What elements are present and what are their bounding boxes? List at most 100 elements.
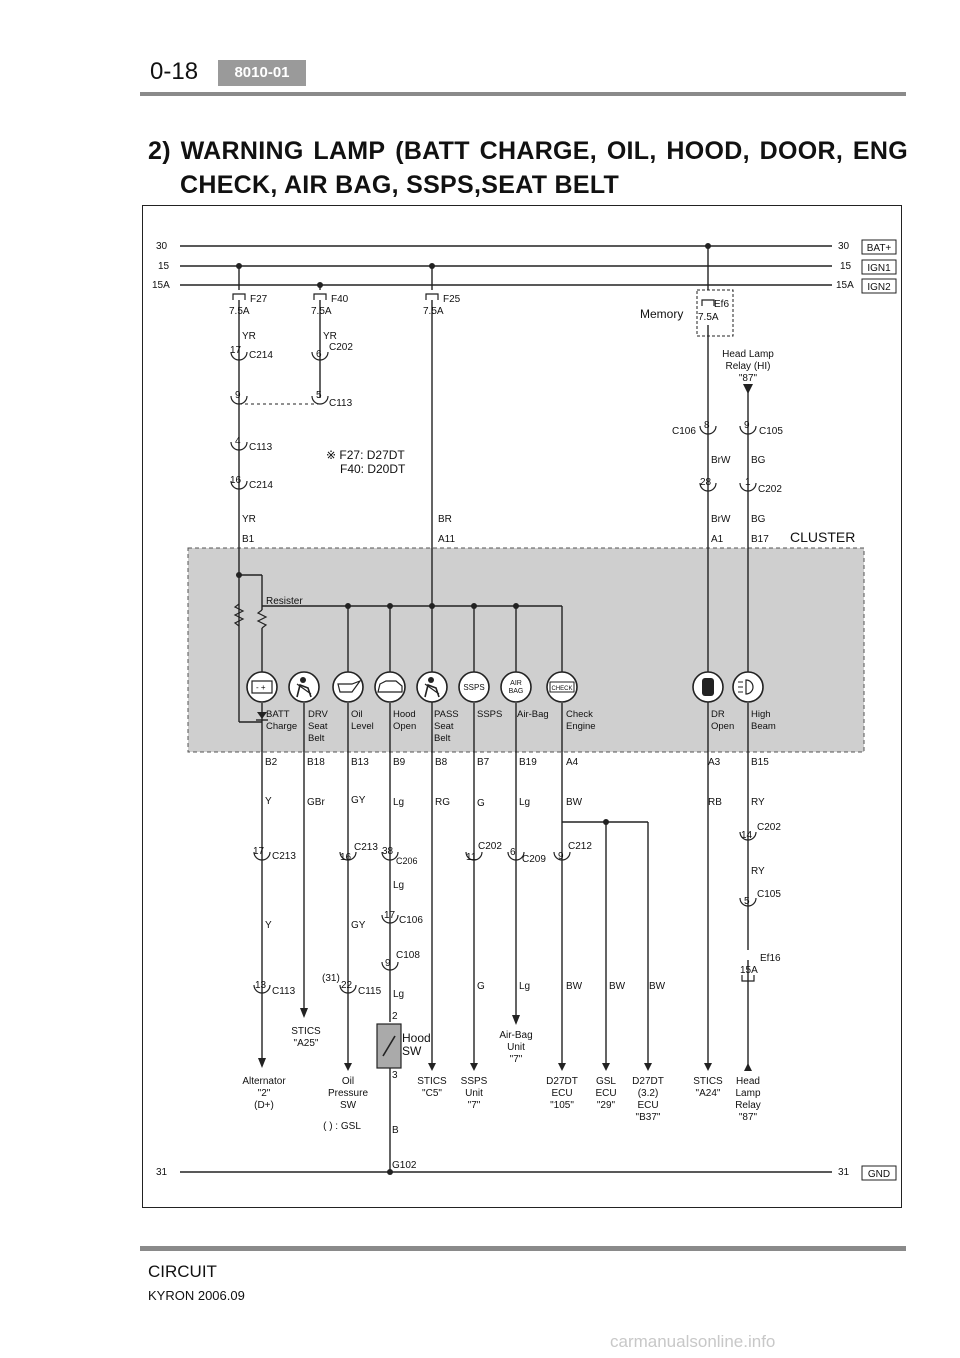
footer-section-label: CIRCUIT: [148, 1262, 217, 1281]
pin-6: 6: [316, 349, 322, 360]
dest-stics-c5-2: "C5": [422, 1088, 442, 1099]
pin-16b: 16: [340, 852, 352, 863]
pin-4: 4: [235, 436, 241, 447]
fuse-f27-rating: 7.5A: [229, 306, 250, 317]
pin-b13: B13: [351, 757, 369, 768]
lamp-check-l1: Check: [566, 709, 593, 720]
conn-c115: C115: [358, 986, 382, 997]
pin-a3: A3: [708, 757, 721, 768]
dest-oil-3: SW: [340, 1100, 357, 1111]
ign1-tag: [861, 259, 897, 275]
lamp-icons: - + SSPS AIR BAG CHECK: [246, 671, 764, 703]
fuse-ef16-label: Ef16: [760, 953, 781, 964]
pin-3: 3: [392, 1070, 398, 1081]
conn-c106-a: C106: [672, 426, 696, 437]
resister-icon: [233, 603, 245, 627]
wire-lg-a: Lg: [393, 797, 404, 808]
pin-9b: 9: [744, 420, 750, 431]
dest-d27dt32-4: "B37": [636, 1112, 661, 1123]
bat-label: BAT+: [867, 243, 892, 254]
ground-g102: G102: [392, 1160, 417, 1171]
splice-dots: [236, 243, 711, 1175]
conn-c113-b: C113: [249, 442, 273, 453]
pin-14: 14: [741, 830, 753, 841]
oil-can-icon: [332, 671, 364, 703]
wire-b: B: [392, 1125, 399, 1136]
pin-9c: 9: [558, 851, 564, 862]
pin-b9: B9: [393, 757, 406, 768]
pin-b1: B1: [242, 534, 255, 545]
gsl-note: ( ) : GSL: [323, 1121, 361, 1132]
wire-yr-a: YR: [242, 331, 256, 342]
pin-b8: B8: [435, 757, 448, 768]
conn-c113-c: C113: [272, 986, 296, 997]
lamp-drv-l2: Seat: [308, 721, 328, 732]
pin-b15: B15: [751, 757, 769, 768]
title-line-1: 2) WARNING LAMP (BATT CHARGE, OIL, HOOD,…: [148, 134, 908, 168]
dest-gsl-2: ECU: [595, 1088, 616, 1099]
airbag-icon-text-2: BAG: [509, 688, 524, 695]
title-word: DOOR,: [759, 137, 844, 165]
conn-c209: C209: [522, 854, 546, 865]
conn-c202-a: C202: [329, 342, 353, 353]
title-word: 2): [148, 137, 171, 165]
conn-c206: C206: [396, 856, 418, 866]
high-beam-icon: [732, 671, 764, 703]
lamp-dr-l2: Open: [711, 721, 734, 732]
fuse-f25-label: F25: [443, 294, 461, 305]
conn-c202-d: C202: [757, 822, 781, 833]
dest-airbag-2: Unit: [507, 1042, 525, 1053]
wire-lg-b: Lg: [519, 797, 530, 808]
lamp-ssps-l1: SSPS: [477, 709, 502, 720]
dest-hl-3: Relay: [735, 1100, 761, 1111]
pin-13: 13: [255, 980, 267, 991]
title-word: ENG: [852, 137, 908, 165]
resister-label: Resister: [266, 596, 303, 607]
dest-oil-2: Pressure: [328, 1088, 368, 1099]
wire-brw-b: BrW: [711, 514, 731, 525]
hood-sw-l1: Hood: [402, 1031, 431, 1045]
conn-c212: C212: [568, 841, 592, 852]
memory-label: Memory: [640, 307, 683, 321]
lamp-drv-l1: DRV: [308, 709, 329, 720]
dest-stics-a25-1: STICS: [291, 1026, 321, 1037]
wiring-diagram: 30 15 15A 31 30 15 15A 31 BAT+ IGN1 IGN2…: [152, 239, 897, 1181]
svg-text:- +: - +: [256, 683, 266, 692]
pin-b18: B18: [307, 757, 325, 768]
dest-ssps-3: "7": [468, 1100, 481, 1111]
destination-arrows: [258, 1008, 752, 1071]
airbag-icon-text-1: AIR: [510, 680, 522, 687]
conn-c105-b: C105: [757, 889, 781, 900]
pin-6b: 6: [510, 847, 516, 858]
pin-31-gsl: (31): [322, 973, 340, 984]
fuse-f25-icon: [425, 293, 439, 300]
dest-stics-a24-2: "A24": [696, 1088, 721, 1099]
dest-d27dt32-3: ECU: [637, 1100, 658, 1111]
lamp-pass-l3: Belt: [434, 733, 451, 744]
wire-lg-d: Lg: [393, 989, 404, 1000]
page-number: 0-18: [150, 58, 199, 85]
fuse-ef6-rating: 7.5A: [698, 312, 719, 323]
pin-b17: B17: [751, 534, 769, 545]
diode-icon: [257, 712, 267, 719]
conn-c214-a: C214: [249, 350, 273, 361]
conn-c113-a: C113: [329, 398, 353, 409]
page-title: 2) WARNING LAMP (BATT CHARGE, OIL, HOOD,…: [148, 134, 908, 202]
lamp-check-l2: Engine: [566, 721, 596, 732]
conn-c213-b: C213: [354, 842, 378, 853]
power-rails: [180, 245, 832, 1173]
pin-a4: A4: [566, 757, 579, 768]
lamp-airbag-l1: Air-Bag: [517, 709, 549, 720]
title-word: HOOD,: [666, 137, 750, 165]
hood-open-icon: [374, 671, 406, 703]
pin-22: 22: [341, 980, 353, 991]
footer-rule: [140, 1246, 906, 1251]
fuse-f40-label: F40: [331, 294, 349, 305]
conn-c213-a: C213: [272, 851, 296, 862]
lamp-hood-l2: Open: [393, 721, 416, 732]
fuse-f40-icon: [313, 293, 327, 300]
check-engine-icon: [546, 671, 578, 703]
fuse-ef16-icon: [741, 975, 755, 982]
wire-bw-a: BW: [566, 797, 583, 808]
rail-30-right: 30: [838, 241, 850, 252]
